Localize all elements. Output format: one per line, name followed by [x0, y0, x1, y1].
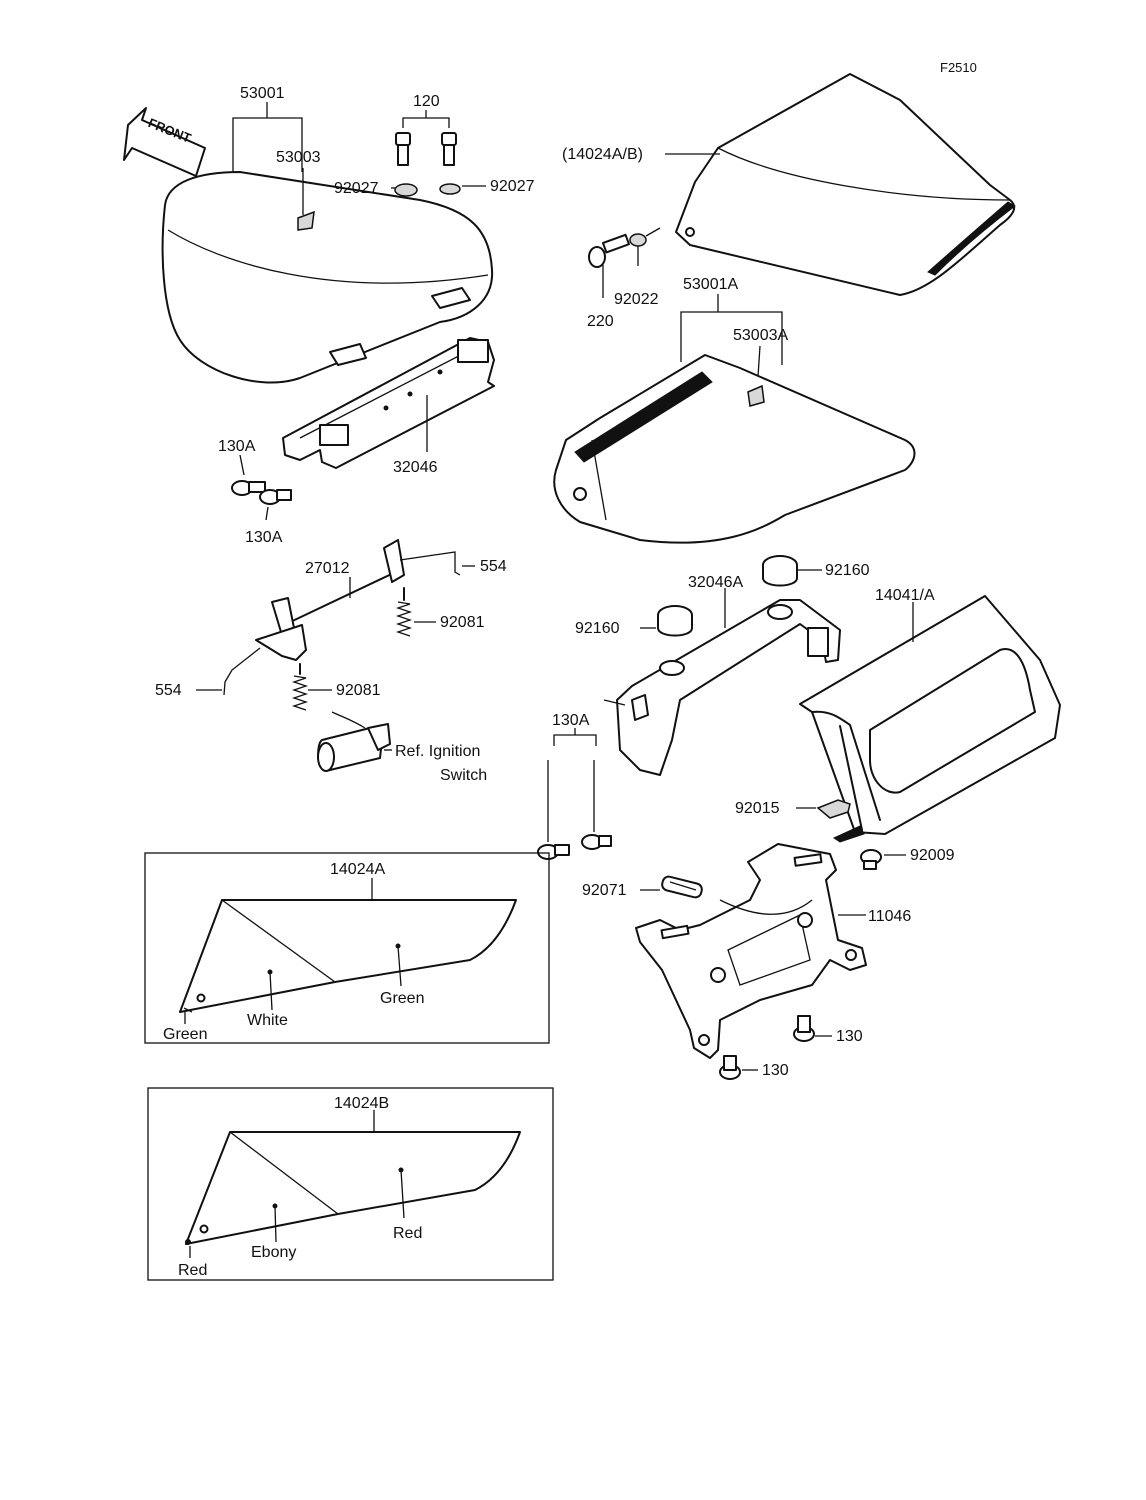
spring-92081-upper	[395, 587, 413, 637]
label-92022: 92022	[614, 291, 659, 308]
grommet-92160-lower	[657, 605, 693, 637]
label-ref-ignition-line1: Ref. Ignition	[395, 743, 480, 760]
label-554-lower: 554	[155, 682, 182, 699]
label-53001A: 53001A	[683, 276, 738, 293]
label-220: 220	[587, 313, 614, 330]
bolt-130A-right-b	[581, 834, 612, 850]
washer-92022	[629, 233, 647, 247]
bolt-220	[588, 233, 630, 268]
inset-b-color-2: Ebony	[251, 1244, 296, 1261]
label-554-upper: 554	[480, 558, 507, 575]
inset-b-color-1: Red	[178, 1262, 207, 1279]
label-92160-lower: 92160	[575, 620, 620, 637]
inset-a-title: 14024A	[330, 861, 385, 878]
bracket-32046A	[603, 599, 841, 776]
inset-a-frame	[144, 852, 550, 1044]
label-53003A: 53003A	[733, 327, 788, 344]
grommet-92027-right	[439, 183, 461, 195]
inset-a-color-2: White	[247, 1012, 288, 1029]
label-92027-right: 92027	[490, 178, 535, 195]
front-label: FRONT	[146, 115, 193, 146]
rear-seat-53001A	[553, 354, 916, 544]
inset-a-color-3: Green	[380, 990, 424, 1007]
seat-cover-14024AB	[675, 73, 1016, 296]
bolt-130A-right-a	[537, 844, 570, 860]
clip-92015	[816, 799, 851, 819]
label-32046: 32046	[393, 459, 438, 476]
damper-92071	[661, 875, 703, 899]
label-92071: 92071	[582, 882, 627, 899]
grommet-92027-left	[394, 183, 418, 197]
label-92027-left: 92027	[334, 180, 379, 197]
inset-b-color-3: Red	[393, 1225, 422, 1242]
label-130-upper: 130	[836, 1028, 863, 1045]
label-53003: 53003	[276, 149, 321, 166]
inset-b-title: 14024B	[334, 1095, 389, 1112]
label-130A-lower: 130A	[245, 529, 283, 546]
figure-code: F2510	[940, 60, 977, 75]
front-seat	[161, 171, 494, 384]
label-92015: 92015	[735, 800, 780, 817]
label-11046: 11046	[868, 908, 911, 925]
bracket-11046	[635, 843, 867, 1059]
label-120: 120	[413, 93, 440, 110]
side-cover-14041A	[799, 595, 1061, 843]
label-130A-upper: 130A	[218, 438, 256, 455]
bolt-130A-upper	[231, 480, 266, 496]
inset-14024B: 14024B Red Ebony Red	[147, 1087, 554, 1281]
front-arrow: FRONT	[123, 107, 206, 177]
label-92081-upper: 92081	[440, 614, 485, 631]
label-ref-ignition-line2: Switch	[440, 767, 487, 784]
inset-b-frame	[147, 1087, 554, 1281]
label-27012: 27012	[305, 560, 350, 577]
label-92081-lower: 92081	[336, 682, 381, 699]
label-92009: 92009	[910, 847, 955, 864]
bolt-130-upper	[793, 1015, 815, 1042]
label-53001: 53001	[240, 85, 285, 102]
label-92160-upper: 92160	[825, 562, 870, 579]
lock-shaft-27012	[223, 539, 461, 696]
bolt-130A-lower	[259, 489, 292, 505]
bolt-130-lower	[719, 1055, 741, 1080]
spring-92081-lower	[291, 663, 309, 711]
label-14024AB: (14024A/B)	[562, 146, 643, 163]
screw-92009	[860, 849, 882, 870]
label-130-lower: 130	[762, 1062, 789, 1079]
bracket-32046	[282, 337, 495, 469]
label-14041A: 14041/A	[875, 587, 935, 604]
label-32046A: 32046A	[688, 574, 743, 591]
ignition-switch	[317, 711, 391, 772]
bolt-120-right	[441, 132, 457, 166]
inset-14024A: 14024A Green White Green	[144, 852, 550, 1044]
inset-a-color-1: Green	[163, 1026, 207, 1043]
bolt-120-left	[395, 132, 411, 166]
label-130A-right: 130A	[552, 712, 590, 729]
grommet-92160-upper	[762, 555, 798, 587]
